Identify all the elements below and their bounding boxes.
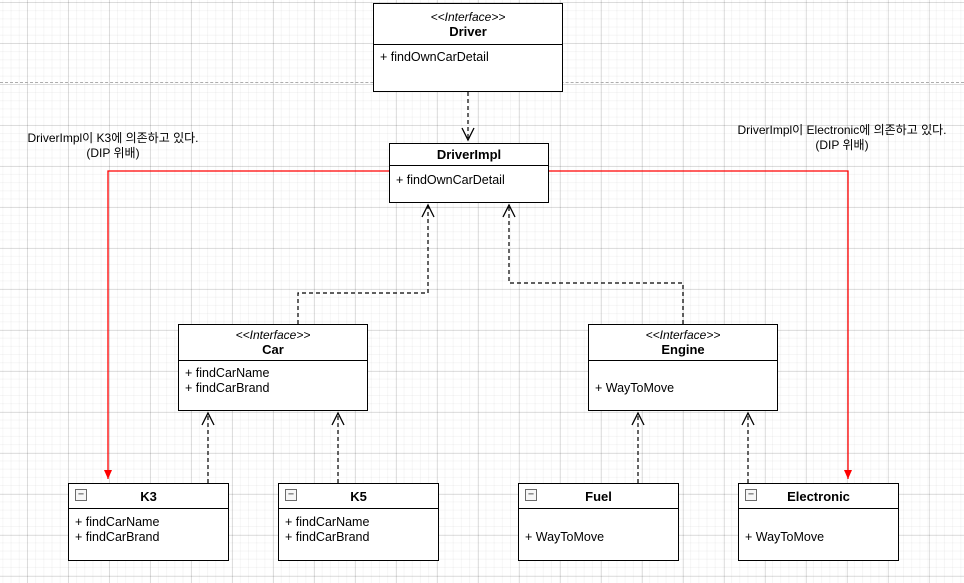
method: + findOwnCarDetail [396, 173, 505, 187]
class-driver-stereotype: <<Interface>> [430, 9, 506, 24]
class-k3-header: − K3 [69, 484, 228, 509]
method: + findOwnCarDetail [380, 50, 489, 64]
class-car-name: Car [262, 342, 284, 357]
class-electronic-methods: + WayToMove [739, 509, 898, 560]
collapse-icon[interactable]: − [525, 489, 537, 501]
method: + WayToMove [525, 530, 605, 544]
class-fuel-methods: + WayToMove [519, 509, 678, 560]
method: + findCarBrand [185, 381, 270, 395]
class-k3-methods: + findCarName + findCarBrand [69, 509, 228, 560]
class-k3[interactable]: − K3 + findCarName + findCarBrand [68, 483, 229, 561]
method: + WayToMove [595, 381, 675, 395]
class-engine-header: <<Interface>> Engine [589, 325, 777, 361]
class-driverimpl-name: DriverImpl [436, 147, 502, 162]
class-car-methods: + findCarName + findCarBrand [179, 361, 367, 410]
class-driver-name: Driver [449, 23, 487, 39]
class-driverimpl[interactable]: DriverImpl + findOwnCarDetail [389, 143, 549, 203]
class-fuel-header: − Fuel [519, 484, 678, 509]
class-driver[interactable]: <<Interface>> Driver + findOwnCarDetail [373, 3, 563, 92]
edge-driverimpl-to-electronic-violation[interactable] [548, 170, 852, 479]
class-car[interactable]: <<Interface>> Car + findCarName + findCa… [178, 324, 368, 411]
collapse-icon[interactable]: − [285, 489, 297, 501]
class-engine-stereotype: <<Interface>> [645, 328, 721, 342]
annotation-line: (DIP 위배) [86, 146, 140, 160]
collapse-icon[interactable]: − [75, 489, 87, 501]
class-fuel-name: Fuel [585, 488, 612, 504]
method: + findCarBrand [285, 530, 370, 544]
annotation-dip-violation-k3[interactable]: DriverImpl이 K3에 의존하고 있다. (DIP 위배) [18, 131, 208, 161]
class-k5-header: − K5 [279, 484, 438, 509]
class-driver-header: <<Interface>> Driver [374, 4, 562, 45]
method: + findCarName [285, 515, 370, 529]
class-engine-methods: + WayToMove [589, 361, 777, 410]
class-electronic[interactable]: − Electronic + WayToMove [738, 483, 899, 561]
class-k5[interactable]: − K5 + findCarName + findCarBrand [278, 483, 439, 561]
method: + findCarName [185, 366, 270, 380]
class-driverimpl-methods: + findOwnCarDetail [390, 166, 548, 202]
class-k5-methods: + findCarName + findCarBrand [279, 509, 438, 560]
class-electronic-name: Electronic [787, 488, 850, 504]
collapse-icon[interactable]: − [745, 489, 757, 501]
edge-engine-to-driverimpl[interactable] [502, 203, 684, 324]
class-driverimpl-header: DriverImpl [390, 144, 548, 166]
class-car-stereotype: <<Interface>> [235, 328, 311, 342]
method: + findCarBrand [75, 530, 160, 544]
class-fuel[interactable]: − Fuel + WayToMove [518, 483, 679, 561]
edge-driverimpl-to-k3-violation[interactable] [104, 170, 389, 479]
annotation-dip-violation-electronic[interactable]: DriverImpl이 Electronic에 의존하고 있다. (DIP 위배… [732, 123, 952, 153]
class-k3-name: K3 [140, 488, 157, 504]
method: + findCarName [75, 515, 160, 529]
class-k5-name: K5 [350, 488, 367, 504]
annotation-line: DriverImpl이 K3에 의존하고 있다. [27, 131, 199, 145]
annotation-line: (DIP 위배) [815, 138, 869, 152]
annotation-line: DriverImpl이 Electronic에 의존하고 있다. [737, 123, 947, 137]
class-engine-name: Engine [661, 342, 705, 357]
class-engine[interactable]: <<Interface>> Engine + WayToMove [588, 324, 778, 411]
class-car-header: <<Interface>> Car [179, 325, 367, 361]
class-driver-methods: + findOwnCarDetail [374, 45, 562, 91]
edge-car-to-driverimpl[interactable] [297, 203, 435, 324]
class-electronic-header: − Electronic [739, 484, 898, 509]
method: + WayToMove [745, 530, 825, 544]
